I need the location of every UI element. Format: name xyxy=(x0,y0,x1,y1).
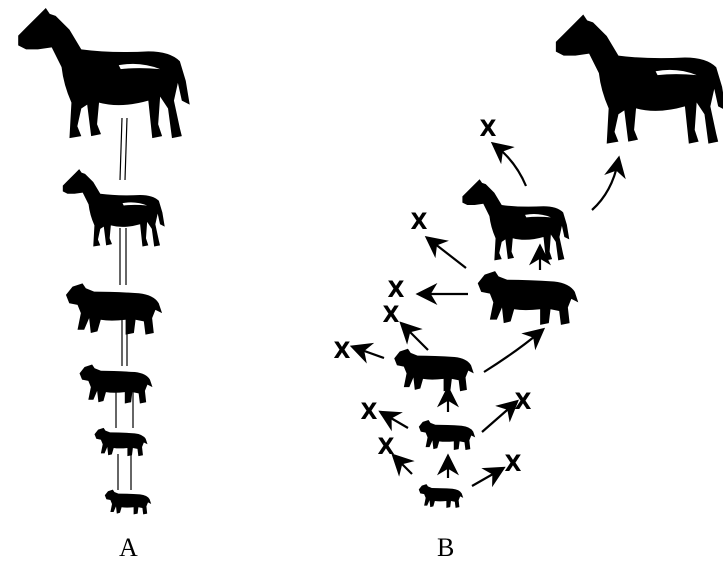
extinct-x-icon: X xyxy=(334,339,351,364)
arrow-icon xyxy=(484,332,540,372)
arrow-icon xyxy=(404,326,428,350)
extinct-x-icon: X xyxy=(505,452,522,477)
panel-b-branching-tree: X X X X X X X X X xyxy=(334,15,723,508)
horse-silhouette-icon xyxy=(66,283,162,334)
horse-silhouette-icon xyxy=(63,169,165,246)
arrow-icon xyxy=(496,146,526,186)
arrow-icon xyxy=(482,404,514,432)
arrow-icon xyxy=(356,348,384,358)
extinct-x-icon: X xyxy=(378,435,395,460)
extinct-x-icon: X xyxy=(480,117,497,142)
horse-silhouette-icon xyxy=(105,490,151,515)
panel-a-label: A xyxy=(119,533,138,563)
arrow-icon xyxy=(384,414,408,428)
extinct-x-icon: X xyxy=(388,278,405,303)
panel-a-sequence xyxy=(18,8,190,514)
arrow-icon xyxy=(592,162,618,210)
extinct-x-icon: X xyxy=(361,400,378,425)
extinct-x-icon: X xyxy=(411,210,428,235)
horse-silhouette-icon xyxy=(419,484,463,508)
extinct-x-icon: X xyxy=(515,390,532,415)
horse-silhouette-icon xyxy=(94,428,147,456)
extinct-x-icon: X xyxy=(383,303,400,328)
horse-silhouette-icon xyxy=(478,271,579,325)
arrow-icon xyxy=(430,240,466,268)
horse-silhouette-icon xyxy=(18,8,190,138)
horse-silhouette-icon xyxy=(556,15,723,144)
arrow-icon xyxy=(396,458,412,474)
arrow-icon xyxy=(472,470,500,486)
horse-silhouette-icon xyxy=(462,179,569,260)
horse-silhouette-icon xyxy=(419,420,475,450)
horse-silhouette-icon xyxy=(394,349,474,392)
panel-b-label: B xyxy=(437,533,454,563)
